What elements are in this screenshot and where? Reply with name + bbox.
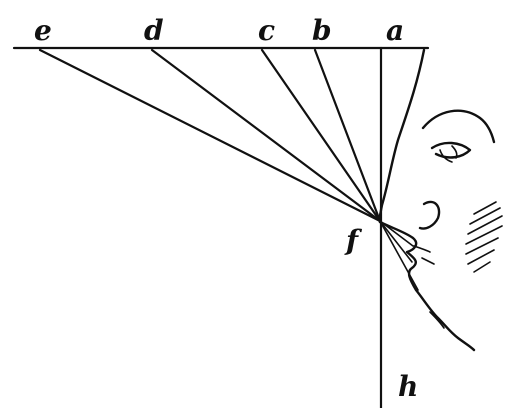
label-e: e — [34, 14, 52, 47]
ray-lower-2 — [379, 220, 413, 263]
label-d: d — [144, 14, 164, 47]
ray-d-f — [150, 48, 382, 223]
ray-b-f — [313, 48, 382, 223]
label-b: b — [312, 14, 332, 47]
ray-c-f — [260, 48, 382, 223]
label-h: h — [398, 370, 418, 403]
nostril — [418, 200, 441, 230]
cheek-shading — [465, 201, 503, 273]
ray-lower-3 — [379, 220, 419, 291]
eyebrow — [421, 109, 496, 144]
label-a: a — [386, 14, 404, 47]
eye — [430, 141, 472, 159]
ray-e-f — [38, 48, 382, 223]
label-c: c — [258, 14, 275, 47]
face-profile — [378, 48, 503, 352]
label-f: f — [344, 224, 363, 257]
